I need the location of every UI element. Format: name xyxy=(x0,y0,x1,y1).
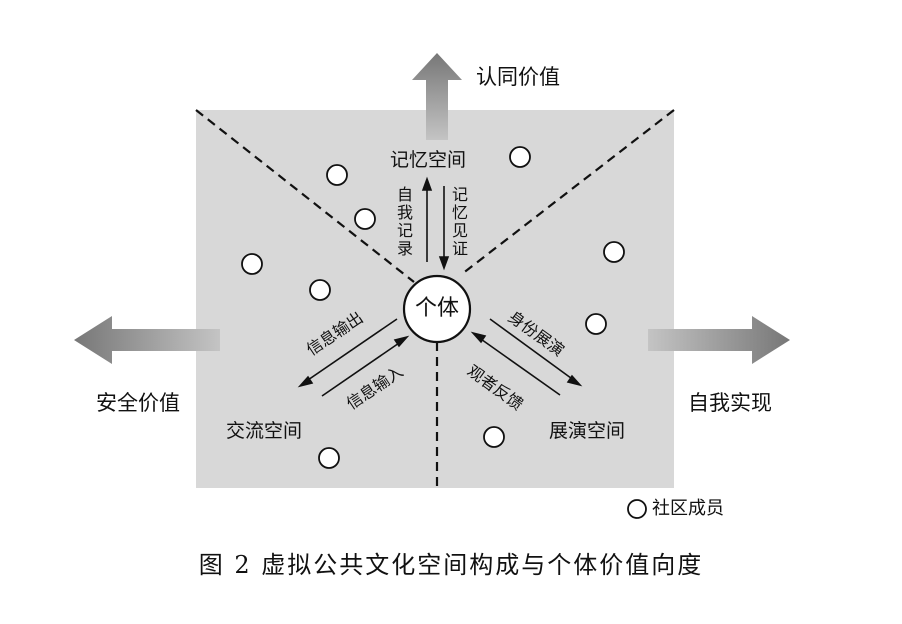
member-circle xyxy=(318,447,340,469)
display-space-label: 展演空间 xyxy=(549,420,626,442)
member-circle xyxy=(509,146,531,168)
legend-member-label: 社区成员 xyxy=(652,498,724,519)
memory-witness-label: 记忆见证 xyxy=(451,185,468,258)
info-input-arrowhead xyxy=(393,335,410,348)
exchange-space-label: 交流空间 xyxy=(226,420,303,442)
legend-member-circle xyxy=(627,499,647,519)
memory-space-label: 记忆空间 xyxy=(390,149,467,171)
safety-value-arrow xyxy=(74,316,220,364)
self-record-arrowhead xyxy=(421,176,433,191)
member-circle xyxy=(309,279,331,301)
memory-witness-arrowhead xyxy=(438,256,450,271)
identity-display-arrow xyxy=(489,318,576,382)
divider-upper-left xyxy=(195,109,415,283)
audience-feedback-arrowhead xyxy=(470,331,487,344)
safety-value-label: 安全价值 xyxy=(96,391,180,415)
member-circle xyxy=(585,313,607,335)
info-output-arrow xyxy=(304,318,398,383)
individual-node xyxy=(402,274,472,344)
self-realization-label: 自我实现 xyxy=(688,391,772,415)
self-record-label: 自我记录 xyxy=(396,185,413,258)
figure-caption: 图 2 虚拟公共文化空间构成与个体价值向度 xyxy=(198,551,704,579)
member-circle xyxy=(326,164,348,186)
member-circle xyxy=(241,253,263,275)
identity-value-label: 认同价值 xyxy=(476,65,560,89)
identity-display-arrowhead xyxy=(566,374,583,387)
self-realization-value-arrow xyxy=(648,316,790,364)
member-circle xyxy=(483,426,505,448)
member-circle xyxy=(354,208,376,230)
individual-label: 个体 xyxy=(414,296,459,321)
info-output-arrowhead xyxy=(297,375,314,388)
info-input-arrow xyxy=(321,340,403,397)
audience-feedback-arrow xyxy=(477,336,561,396)
identity-value-arrow xyxy=(412,53,462,140)
member-circle xyxy=(603,241,625,263)
